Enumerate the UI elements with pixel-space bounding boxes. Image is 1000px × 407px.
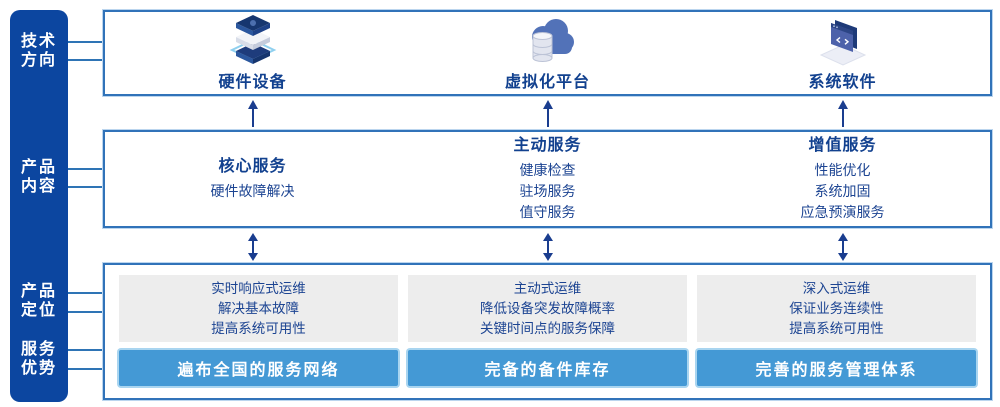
content-col-active-service: 主动服务 健康检查 驻场服务 值守服务 (400, 132, 695, 226)
content-col-value-added-service: 增值服务 性能优化 系统加固 应急预演服务 (695, 132, 990, 226)
positioning-line: 提高系统可用性 (789, 320, 884, 336)
sidebar-label-line: 方向 (20, 52, 57, 69)
sidebar-label-line: 产品 (20, 159, 57, 176)
connector-line (68, 168, 103, 170)
sidebar-label-line: 内容 (20, 178, 57, 195)
content-item: 硬件故障解决 (210, 183, 295, 199)
product-content-panel: 核心服务 硬件故障解决 主动服务 健康检查 驻场服务 值守服务 增值服务 性能优… (103, 130, 992, 228)
up-arrow (248, 100, 258, 127)
sidebar-label-line: 优势 (20, 360, 57, 377)
positioning-line: 深入式运维 (802, 280, 871, 296)
positioning-line: 降低设备突发故障概率 (480, 300, 615, 316)
sidebar-label-tech-direction: 技术 方向 (10, 32, 68, 70)
up-arrow (543, 100, 553, 127)
bottom-group-realtime: 实时响应式运维 解决基本故障 提高系统可用性 遍布全国的服务网络 (119, 275, 398, 386)
sidebar: 技术 方向 产品 内容 产品 定位 服务 优势 (10, 10, 68, 402)
positioning-line: 解决基本故障 (218, 300, 299, 316)
bottom-group-deep: 深入式运维 保证业务连续性 提高系统可用性 完善的服务管理体系 (697, 275, 976, 386)
up-arrow (838, 100, 848, 127)
sidebar-label-line: 技术 (20, 33, 57, 50)
tech-label-hardware: 硬件设备 (218, 74, 287, 91)
tech-col-software: 系统软件 (695, 12, 990, 94)
positioning-line: 实时响应式运维 (211, 280, 306, 296)
tech-col-virtualization: 虚拟化平台 (400, 12, 695, 94)
tech-col-hardware: 硬件设备 (105, 12, 400, 94)
double-arrow (543, 233, 553, 261)
content-item: 性能优化 (814, 162, 871, 178)
positioning-line: 提高系统可用性 (211, 320, 306, 336)
tech-direction-panel: 硬件设备 虚拟化平台 (103, 10, 992, 96)
code-window-icon (813, 14, 873, 66)
advantage-bar: 完善的服务管理体系 (697, 350, 976, 386)
connector-line (68, 368, 103, 370)
positioning-line: 主动式运维 (513, 280, 582, 296)
content-item: 驻场服务 (519, 183, 576, 199)
positioning-panel: 深入式运维 保证业务连续性 提高系统可用性 (697, 275, 976, 342)
positioning-advantage-panel: 实时响应式运维 解决基本故障 提高系统可用性 遍布全国的服务网络 主动式运维 降… (103, 263, 992, 400)
cloud-database-icon (518, 14, 578, 66)
connector-line (68, 41, 103, 43)
content-heading: 增值服务 (808, 137, 877, 154)
advantage-bar: 遍布全国的服务网络 (119, 350, 398, 386)
positioning-line: 保证业务连续性 (789, 300, 884, 316)
content-heading: 主动服务 (513, 137, 582, 154)
connector-line (68, 311, 103, 313)
content-item: 值守服务 (519, 204, 576, 220)
double-arrow (838, 233, 848, 261)
positioning-panel: 主动式运维 降低设备突发故障概率 关键时间点的服务保障 (408, 275, 687, 342)
sidebar-label-product-content: 产品 内容 (10, 158, 68, 196)
double-arrow (248, 233, 258, 261)
sidebar-label-line: 定位 (20, 302, 57, 319)
content-item: 应急预演服务 (800, 204, 885, 220)
sidebar-label-line: 产品 (20, 283, 57, 300)
sidebar-label-line: 服务 (20, 341, 57, 358)
connector-line (68, 349, 103, 351)
connector-line (68, 186, 103, 188)
connector-line (68, 59, 103, 61)
bottom-group-proactive: 主动式运维 降低设备突发故障概率 关键时间点的服务保障 完备的备件库存 (408, 275, 687, 386)
tech-label-software: 系统软件 (808, 74, 877, 91)
content-col-core-service: 核心服务 硬件故障解决 (105, 132, 400, 226)
connector-line (68, 292, 103, 294)
content-item: 健康检查 (519, 162, 576, 178)
positioning-panel: 实时响应式运维 解决基本故障 提高系统可用性 (119, 275, 398, 342)
positioning-line: 关键时间点的服务保障 (480, 320, 615, 336)
advantage-bar: 完备的备件库存 (408, 350, 687, 386)
sidebar-label-service-advantage: 服务 优势 (10, 340, 68, 378)
tech-label-virtualization: 虚拟化平台 (504, 74, 590, 91)
sidebar-label-product-positioning: 产品 定位 (10, 282, 68, 320)
content-heading: 核心服务 (218, 158, 287, 175)
content-item: 系统加固 (814, 183, 871, 199)
server-stack-icon (223, 14, 283, 66)
